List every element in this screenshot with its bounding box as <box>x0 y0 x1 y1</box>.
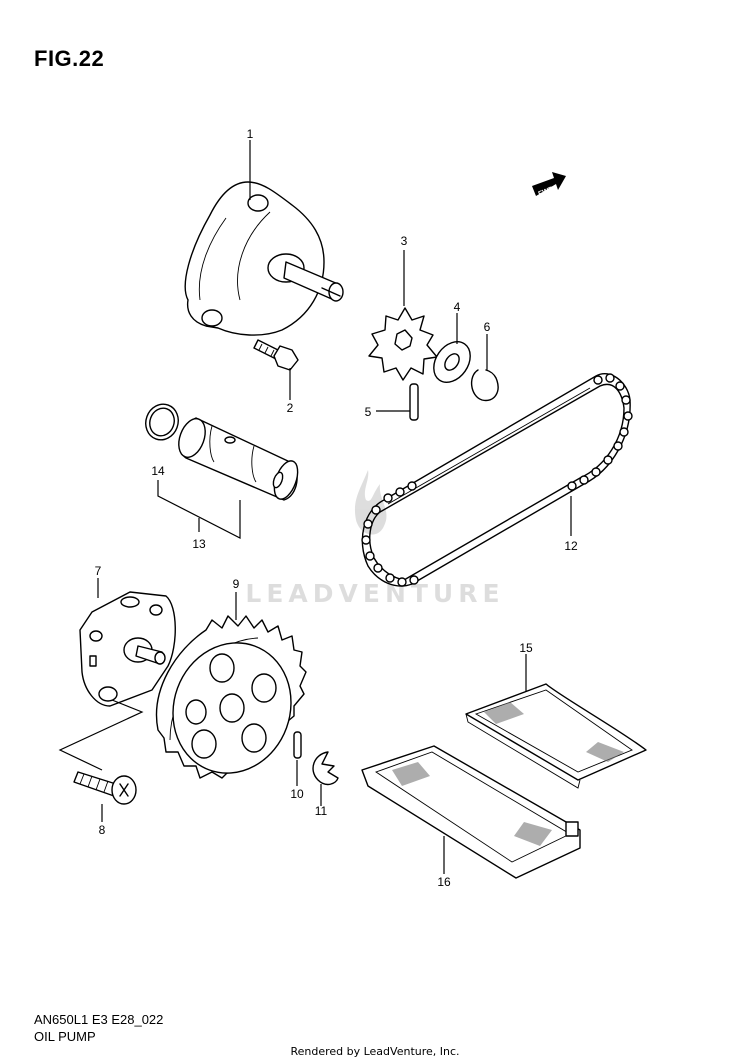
drive-chain-part-12[interactable] <box>361 373 633 587</box>
model-code: AN650L1 E3 E28_022 <box>34 1012 164 1027</box>
pump-body-part-7[interactable] <box>79 591 176 707</box>
callout-4: 4 <box>454 300 461 314</box>
callout-2: 2 <box>287 401 294 415</box>
callout-16: 16 <box>437 875 451 889</box>
callout-14: 14 <box>151 464 165 478</box>
callout-7: 7 <box>95 564 102 578</box>
callout-1: 1 <box>247 127 254 141</box>
callout-13: 13 <box>192 537 206 551</box>
callout-5: 5 <box>365 405 372 419</box>
oil-filter-part-15[interactable] <box>465 683 647 789</box>
figure-title: FIG.22 <box>34 46 105 71</box>
callout-12: 12 <box>564 539 578 553</box>
callout-3: 3 <box>401 234 408 248</box>
o-ring-part-14[interactable] <box>141 400 183 445</box>
callout-numbers: 1 2 3 4 5 6 7 8 9 10 11 12 13 14 15 16 <box>95 127 578 889</box>
callout-15: 15 <box>519 641 533 655</box>
pipe-part-13[interactable] <box>174 415 302 502</box>
washer-part-4[interactable] <box>426 335 477 389</box>
pin-part-5[interactable] <box>409 383 419 421</box>
gear-part-9[interactable] <box>155 615 309 790</box>
callout-9: 9 <box>233 577 240 591</box>
leader-lines <box>58 140 572 874</box>
leadventure-watermark: LEADVENTURE <box>245 470 504 608</box>
callout-6: 6 <box>484 320 491 334</box>
callout-8: 8 <box>99 823 106 837</box>
oil-pump-housing-part-1[interactable] <box>184 181 344 336</box>
footer-credit: Rendered by LeadVenture, Inc. <box>290 1045 460 1058</box>
pin-part-10[interactable] <box>293 731 302 759</box>
watermark-text: LEADVENTURE <box>245 579 504 608</box>
oil-strainer-part-16[interactable] <box>361 745 581 879</box>
screw-part-8[interactable] <box>73 771 137 805</box>
callout-11: 11 <box>315 804 328 818</box>
fwd-direction-arrow: FWD <box>532 172 566 198</box>
bolt-part-2[interactable] <box>253 339 299 371</box>
sprocket-part-3[interactable] <box>368 307 438 381</box>
circlip-part-6[interactable] <box>471 369 499 402</box>
e-clip-part-11[interactable] <box>312 751 339 786</box>
callout-10: 10 <box>290 787 304 801</box>
section-name: OIL PUMP <box>34 1029 96 1044</box>
